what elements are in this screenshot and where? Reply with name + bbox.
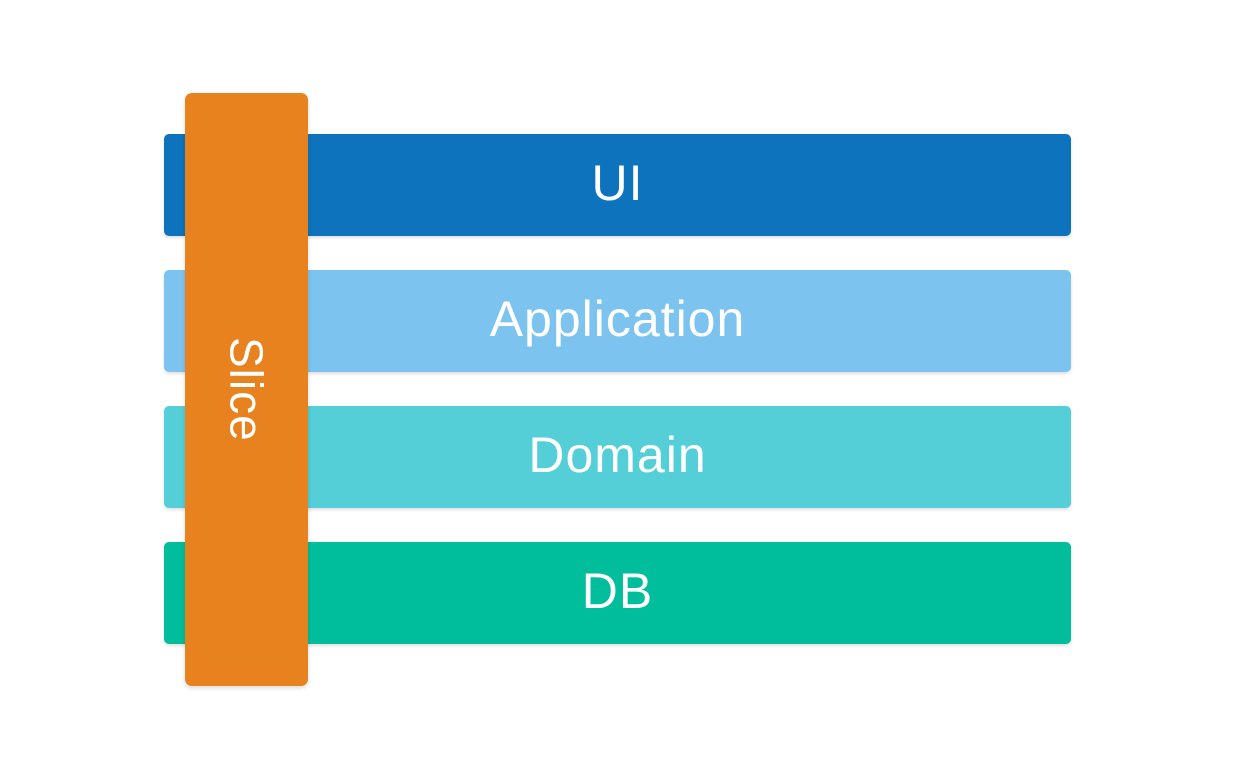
- layer-label-ui: UI: [591, 155, 644, 211]
- layer-bar-ui: UI: [164, 134, 1071, 236]
- layer-label-db: DB: [581, 563, 654, 619]
- layer-label-domain: Domain: [528, 427, 707, 483]
- layer-bar-application: Application: [164, 270, 1071, 372]
- layer-bar-domain: Domain: [164, 406, 1071, 508]
- slice-bar: Slice: [185, 93, 308, 686]
- layer-bar-db: DB: [164, 542, 1071, 644]
- slice-label: Slice: [220, 337, 273, 442]
- layer-label-application: Application: [489, 291, 746, 347]
